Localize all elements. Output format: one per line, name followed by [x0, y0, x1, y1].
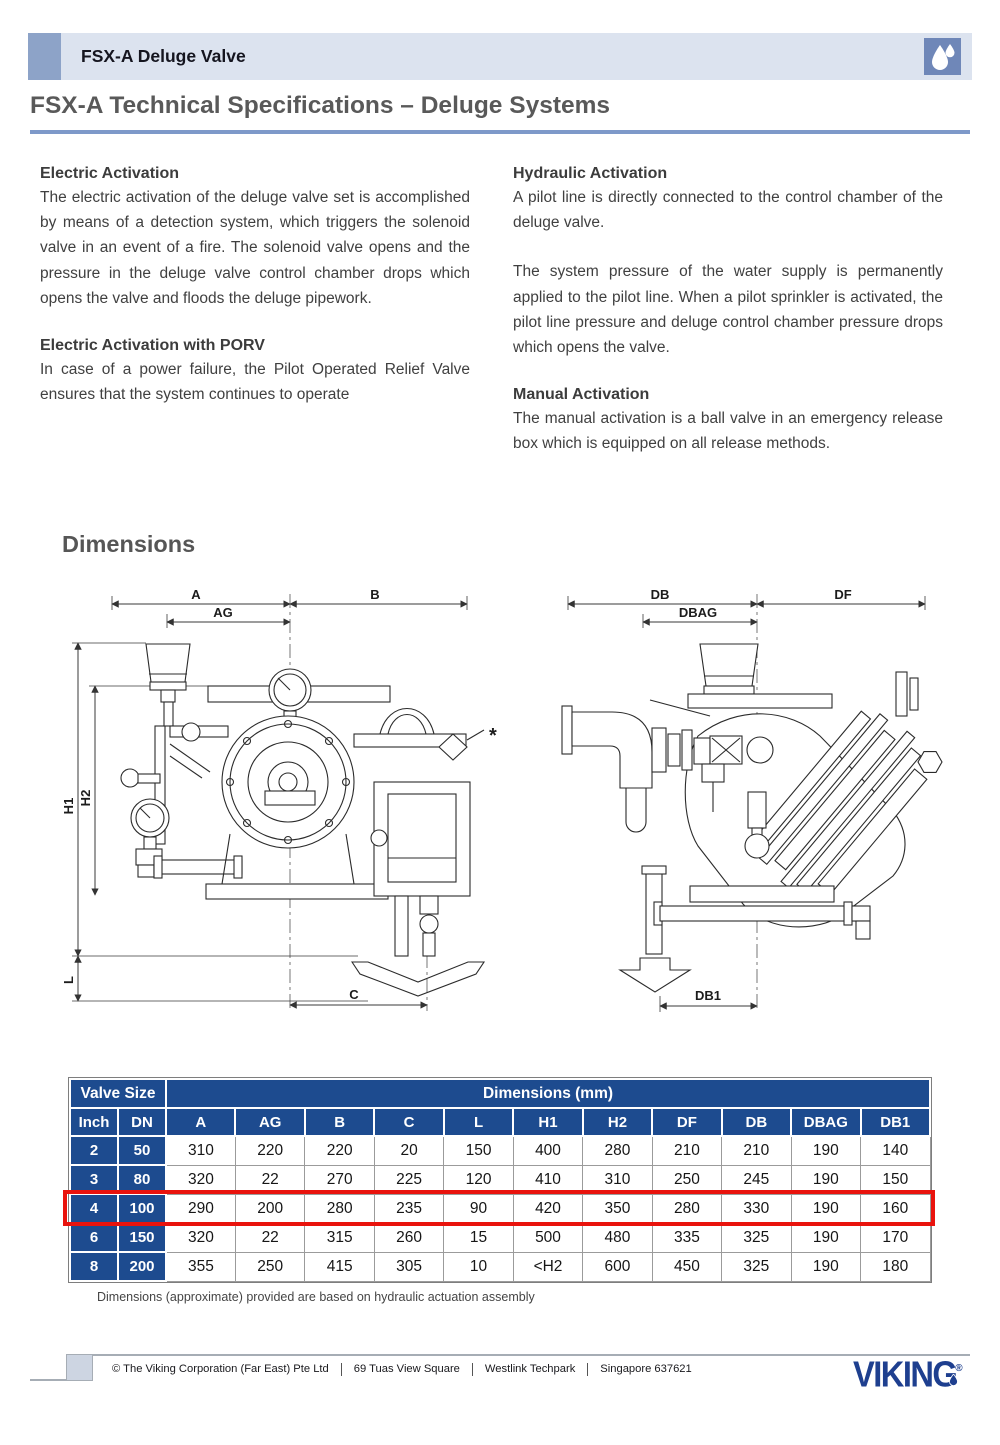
front-footnote-marker: *: [489, 725, 497, 747]
table-group-dimensions: Dimensions (mm): [165, 1078, 931, 1109]
col-header-ag: AG: [234, 1107, 306, 1137]
footer-accent-square: [66, 1354, 93, 1381]
table-row: 2 50 310 220 220 20 150 400 280 210 210 …: [69, 1135, 931, 1166]
col-header-dn: DN: [116, 1107, 168, 1137]
dimensions-table-wrap: Valve Size Dimensions (mm) Inch DN A AG …: [68, 1077, 932, 1283]
footer-copyright: © The Viking Corporation (Far East) Pte …: [112, 1363, 329, 1375]
body-electric-activation: The electric activation of the deluge va…: [40, 189, 470, 307]
col-header-df: DF: [651, 1107, 723, 1137]
side-view-diagram: DB DF DBAG DB1: [561, 587, 943, 1012]
col-header-h2: H2: [581, 1107, 654, 1137]
body-manual-activation: The manual activation is a ball valve in…: [513, 410, 943, 453]
col-header-b: B: [303, 1107, 376, 1137]
footer-address-1: 69 Tuas View Square: [353, 1363, 460, 1375]
dim-label-c: C: [349, 987, 359, 1002]
dim-label-l: L: [61, 976, 76, 984]
col-header-h1: H1: [512, 1107, 584, 1137]
footer-address-2: Westlink Techpark: [484, 1363, 576, 1375]
viking-logo: VIKING®: [853, 1353, 978, 1398]
column-left: Electric Activation The electric activat…: [40, 163, 470, 407]
viking-logo-text: VIKING: [853, 1353, 958, 1395]
dimensions-heading: Dimensions: [62, 531, 196, 557]
col-header-l: L: [442, 1107, 515, 1137]
front-valve-body: *: [120, 643, 497, 997]
col-header-c: C: [373, 1107, 445, 1137]
heading-electric-activation: Electric Activation: [40, 165, 180, 182]
heading-electric-activation-porv: Electric Activation with PORV: [40, 337, 265, 355]
cell-inch: 2: [69, 1135, 119, 1166]
front-view-diagram: A B AG H1 H2 L C: [61, 587, 497, 1011]
separator: [340, 1362, 342, 1376]
side-valve-body: [561, 643, 943, 993]
dim-label-df: DF: [834, 587, 851, 602]
side-dimension-lines: DB DF DBAG DB1: [567, 587, 926, 1012]
heading-manual-activation: Manual Activation: [513, 386, 650, 404]
dim-label-db: DB: [651, 587, 670, 602]
footer-text: © The Viking Corporation (Far East) Pte …: [112, 1361, 692, 1377]
page-title: FSX-A Technical Specifications – Deluge …: [30, 92, 611, 119]
dim-label-dbag: DBAG: [679, 605, 717, 620]
cell-dn: 50: [116, 1135, 168, 1166]
footer-address-3: Singapore 637621: [600, 1363, 692, 1375]
cell-inch: 8: [69, 1251, 119, 1282]
dim-label-a: A: [191, 587, 201, 602]
dimensions-table: Valve Size Dimensions (mm) Inch DN A AG …: [68, 1078, 932, 1282]
dim-label-ag: AG: [213, 605, 233, 620]
title-divider: [30, 130, 970, 134]
registered-mark: ®: [955, 1363, 963, 1374]
dim-label-h2: H2: [78, 790, 93, 807]
cell-inch: 6: [69, 1222, 119, 1253]
body-electric-activation-porv: In case of a power failure, the Pilot Op…: [40, 361, 470, 404]
col-header-inch: Inch: [69, 1107, 119, 1137]
table-row-highlighted: 4 100 290 200 280 235 90 420 350 280 330…: [69, 1193, 931, 1224]
col-header-db1: DB1: [859, 1107, 932, 1137]
product-title: FSX-A Deluge Valve: [81, 46, 246, 66]
separator: [471, 1362, 473, 1376]
cell-inch: 4: [69, 1193, 119, 1224]
body-hydraulic-activation-2: The system pressure of the water supply …: [513, 263, 943, 357]
dim-label-db1: DB1: [695, 988, 721, 1003]
logo-drop-icon: [949, 1374, 958, 1386]
banner-accent-square: [28, 33, 61, 80]
cell-dn: 200: [116, 1251, 168, 1282]
cell-dn: 100: [116, 1193, 168, 1224]
water-drop-icon: [924, 38, 961, 75]
dim-label-b: B: [370, 587, 379, 602]
heading-hydraulic-activation: Hydraulic Activation: [513, 165, 668, 182]
column-right: Hydraulic Activation A pilot line is dir…: [513, 163, 943, 457]
dim-label-h1: H1: [61, 798, 76, 815]
table-caption: Dimensions (approximate) provided are ba…: [97, 1290, 535, 1304]
table-row: 6 150 320 22 315 260 15 500 480 335 325 …: [69, 1222, 931, 1253]
col-header-db: DB: [720, 1107, 793, 1137]
front-dimension-lines: A B AG H1 H2 L C: [61, 587, 468, 1009]
body-hydraulic-activation-1: A pilot line is directly connected to th…: [513, 189, 943, 232]
table-row: 8 200 355 250 415 305 10 <H2 600 450 325…: [69, 1251, 931, 1282]
cell-dn: 150: [116, 1222, 168, 1253]
col-header-dbag: DBAG: [790, 1107, 862, 1137]
footer-divider-left: [30, 1379, 68, 1381]
table-header-row: Inch DN A AG B C L H1 H2 DF DB DBAG DB1: [69, 1107, 932, 1137]
cell-dn: 80: [116, 1164, 168, 1195]
cell-inch: 3: [69, 1164, 119, 1195]
separator: [587, 1362, 589, 1376]
col-header-a: A: [165, 1107, 237, 1137]
table-group-valve-size: Valve Size: [68, 1078, 168, 1109]
footer-divider: [92, 1354, 970, 1356]
header-banner: FSX-A Deluge Valve: [28, 33, 972, 80]
table-row: 3 80 320 22 270 225 120 410 310 250 245 …: [69, 1164, 931, 1195]
